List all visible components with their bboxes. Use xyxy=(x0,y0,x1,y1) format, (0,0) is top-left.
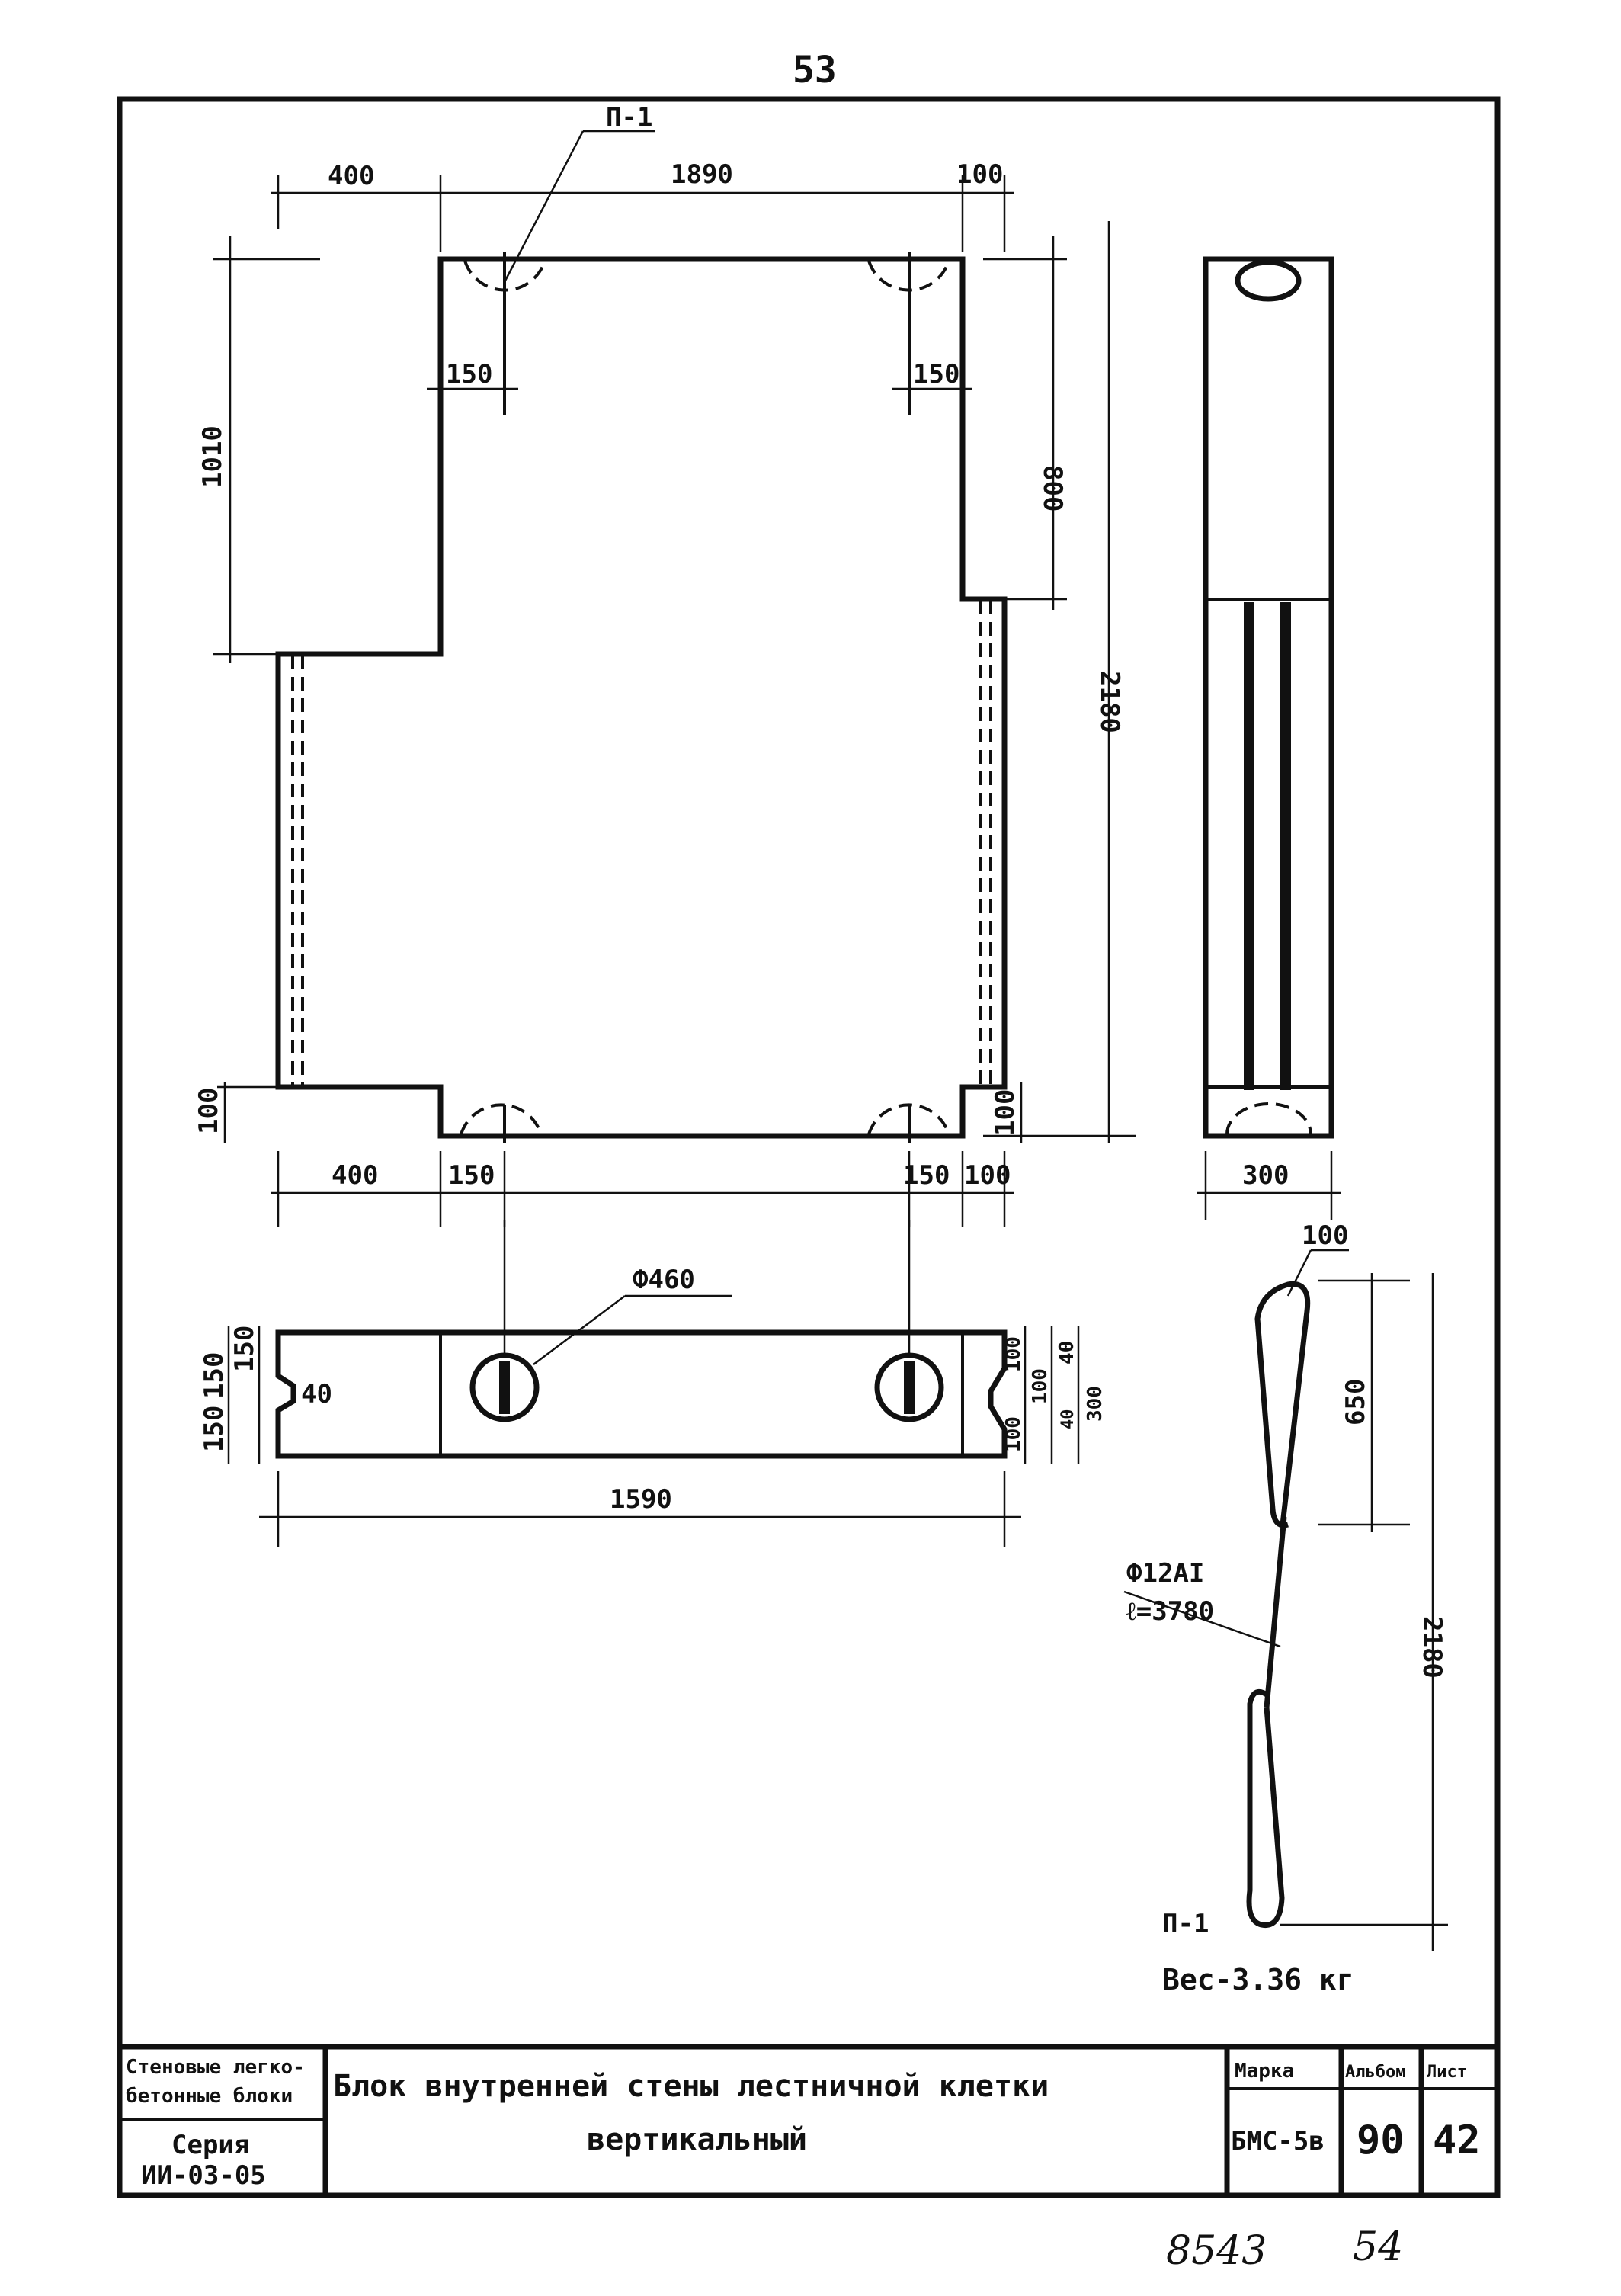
dim-bottom-left: 400 xyxy=(332,1160,378,1191)
label-rebar-diameter: Ф12АI xyxy=(1126,1558,1204,1589)
loop-radius-leader xyxy=(1286,1249,1312,1297)
plan-outline xyxy=(275,1329,1008,1459)
side-rebar-2 xyxy=(1280,602,1291,1090)
dim-plan-right-c: 100 xyxy=(1002,1416,1025,1452)
dim-insert-right: 150 xyxy=(913,359,959,390)
dim-plan-right-40: 40 xyxy=(1056,1341,1078,1364)
dim-plan-left-a: 150 xyxy=(199,1352,229,1399)
tb-category-line2: бетонные блоки xyxy=(126,2085,293,2108)
dim-loop-total: 2180 xyxy=(1417,1616,1447,1679)
tb-title-line2: вертикальный xyxy=(587,2122,807,2157)
dim-plan-total: 1590 xyxy=(610,1484,672,1515)
label-p1-bottom: П-1 xyxy=(1162,1909,1209,1939)
side-bottom-arc xyxy=(1225,1102,1312,1135)
dim-total-height: 2180 xyxy=(1094,671,1125,733)
insert-arc-bottom-left xyxy=(460,1103,543,1135)
dim-step-left: 100 xyxy=(194,1088,224,1134)
dim-loop-length: 650 xyxy=(1341,1379,1371,1425)
tb-category-line1: Стеновые легко- xyxy=(126,2056,305,2079)
title-block: Стеновые легко- бетонные блоки Серия ИИ-… xyxy=(120,2044,1498,2195)
side-view: 300 xyxy=(1197,256,1341,1220)
label-p1-top: П-1 xyxy=(606,102,652,133)
page-number-top: 53 xyxy=(793,49,837,91)
sheet-frame xyxy=(117,96,1501,2198)
dim-plan-left-c: 150 xyxy=(199,1406,229,1452)
tb-header-sheet: Лист xyxy=(1427,2063,1467,2082)
dim-plan-right-300: 300 xyxy=(1084,1386,1107,1422)
dim-bottom-insert-right: 150 xyxy=(903,1160,950,1191)
side-top-hole xyxy=(1235,259,1302,302)
loop-lower xyxy=(1246,1688,1285,1929)
tb-header-mark: Марка xyxy=(1235,2060,1294,2083)
tb-mark-value: БМС-5в xyxy=(1231,2126,1325,2157)
plan-hole-left-bar xyxy=(499,1361,510,1414)
tb-title-line1: Блок внутренней стены лестничной клетки xyxy=(333,2069,1049,2104)
dim-bottom-insert-left: 150 xyxy=(448,1160,495,1191)
rebar-leader xyxy=(1123,1590,1281,1648)
loop-stem xyxy=(1264,1516,1287,1708)
elevation-outline xyxy=(275,256,1008,1139)
label-rebar-length: ℓ=3780 xyxy=(1126,1596,1214,1627)
handwritten-right: 54 xyxy=(1353,2224,1403,2270)
dim-plan-right-a: 100 xyxy=(1002,1336,1025,1372)
front-elevation: 400 1890 100 П-1 1010 150 150 800 2180 1… xyxy=(194,102,1136,1227)
plan-hole-right-bar xyxy=(904,1361,915,1414)
dim-top-left: 400 xyxy=(328,161,374,191)
label-weight: Вес-3.36 кг xyxy=(1162,1963,1354,1996)
tb-sheet-value: 42 xyxy=(1433,2118,1481,2163)
tb-series-code: ИИ-03-05 xyxy=(141,2160,266,2191)
side-rebar-1 xyxy=(1244,602,1254,1090)
dim-top-right: 100 xyxy=(956,159,1003,190)
dim-plan-notch: 40 xyxy=(301,1379,332,1409)
dim-left-height: 1010 xyxy=(197,425,228,488)
dim-top-mid: 1890 xyxy=(671,159,733,190)
dim-plan-right-40b: 40 xyxy=(1059,1409,1078,1430)
handwritten-left: 8543 xyxy=(1166,2228,1267,2274)
tb-album-value: 90 xyxy=(1357,2118,1405,2163)
lifting-loop: 100 650 2180 Ф12АI ℓ=3780 П-1 Вес-3.36 к… xyxy=(1123,1220,1448,1996)
insert-arc-bottom-right xyxy=(867,1103,950,1135)
dim-side-width: 300 xyxy=(1242,1160,1289,1191)
tb-series-label: Серия xyxy=(171,2130,249,2160)
dim-right-upper: 800 xyxy=(1037,465,1068,511)
label-hole-diameter: Ф460 xyxy=(633,1265,695,1295)
dim-loop-radius: 100 xyxy=(1302,1220,1348,1251)
side-outline xyxy=(1203,256,1334,1139)
plan-view: Ф460 150 150 150 40 100 100 100 40 300 4… xyxy=(199,1220,1107,1547)
dim-bottom-right: 100 xyxy=(964,1160,1011,1191)
p1-leader xyxy=(503,130,585,283)
loop-upper xyxy=(1254,1281,1311,1528)
tb-header-album: Альбом xyxy=(1345,2063,1405,2082)
dim-step-right: 100 xyxy=(990,1089,1020,1136)
dim-plan-left-b: 150 xyxy=(229,1326,260,1372)
dim-insert-left: 150 xyxy=(446,359,492,390)
dim-plan-right-b: 100 xyxy=(1029,1368,1052,1404)
hole-leader xyxy=(533,1295,626,1365)
